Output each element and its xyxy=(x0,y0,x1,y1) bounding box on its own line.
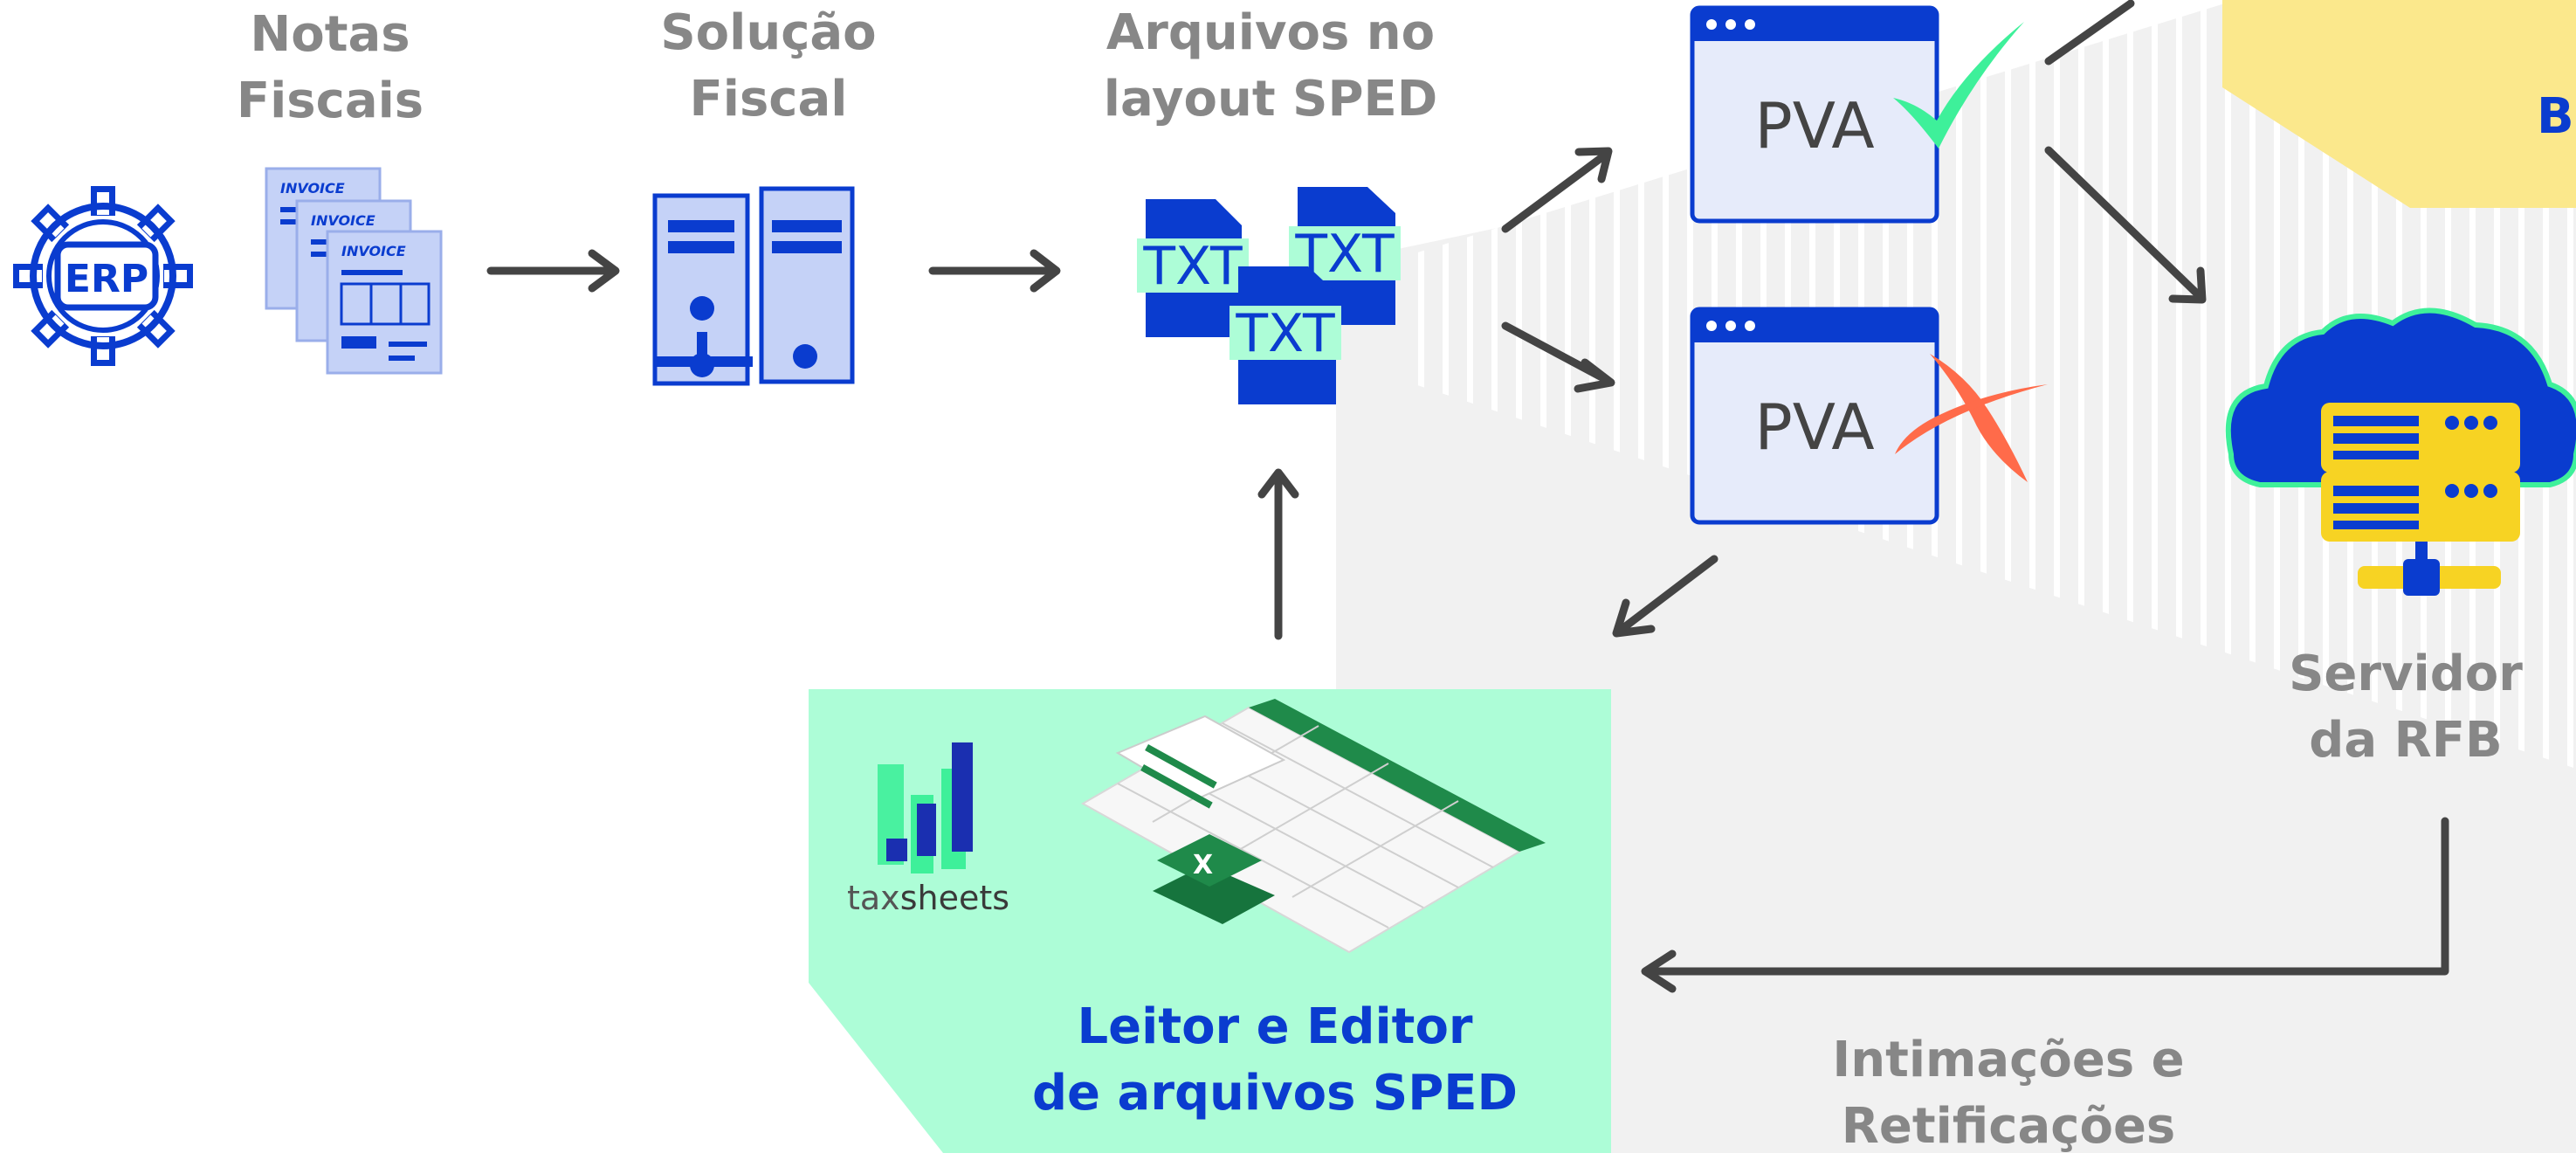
notas-line-2: Fiscais xyxy=(236,72,424,129)
invoice-stack-icon: INVOICE INVOICE INVOICE xyxy=(265,167,443,375)
erp-label: ERP xyxy=(65,257,148,301)
txt-label-1: TXT xyxy=(1142,236,1243,297)
servidor-rfb-label: Servidor da RFB xyxy=(2270,641,2541,774)
cloud-server-icon xyxy=(2225,307,2576,596)
pva-approved-label: PVA xyxy=(1754,89,1874,162)
arrow-pva-to-rfb xyxy=(2044,146,2207,304)
pva-window-approved-icon: PVA xyxy=(1690,5,1939,224)
arquivos-line-1: Arquivos no xyxy=(1105,4,1436,61)
txt-file-icon: TXT xyxy=(1137,199,1249,337)
excel-label: X xyxy=(1193,850,1213,880)
pva-rejected-label: PVA xyxy=(1754,390,1874,464)
server-tower-icon xyxy=(652,186,855,386)
taxsheets-logo-icon xyxy=(878,742,973,873)
intimacoes-label: Intimações e Retificações xyxy=(1781,1027,2235,1160)
intimacoes-line-2: Retificações xyxy=(1841,1098,2176,1155)
arrow-taxsheets-to-txt xyxy=(1257,468,1299,640)
pva-window-rejected-icon: PVA xyxy=(1690,307,1939,525)
arrow-txt-to-pva-ok xyxy=(1501,147,1613,233)
arrow-txt-to-pva-fail xyxy=(1501,321,1615,393)
notas-line-1: Notas xyxy=(250,6,410,63)
servidor-line-2: da RFB xyxy=(2309,712,2503,769)
leitor-editor-label: Leitor e Editor de arquivos SPED xyxy=(987,994,1563,1127)
txt-files-group: TXT TXT TXT xyxy=(1137,187,1401,404)
invoice-label-3: INVOICE xyxy=(341,243,406,259)
yellow-panel-cut-label: B xyxy=(2537,88,2574,145)
arrow-pva-to-rfb-top xyxy=(2044,0,2135,66)
solucao-fiscal-label: Solução Fiscal xyxy=(629,0,908,133)
arrow-rfb-to-taxsheets xyxy=(1641,817,2449,993)
taxsheets-suffix: sheets xyxy=(899,879,1010,917)
taxsheets-prefix: tax xyxy=(847,879,900,917)
check-icon xyxy=(1893,22,2024,148)
notas-fiscais-label: Notas Fiscais xyxy=(199,2,461,135)
txt-label-3: TXT xyxy=(1235,303,1335,364)
erp-gear-icon: ERP xyxy=(13,186,193,366)
arrow-invoices-to-server xyxy=(486,249,620,293)
yellow-panel xyxy=(2222,0,2576,208)
solucao-line-2: Fiscal xyxy=(689,71,848,128)
arquivos-line-2: layout SPED xyxy=(1103,71,1438,128)
excel-spreadsheet-icon: X xyxy=(1080,699,1546,954)
invoice-label-2: INVOICE xyxy=(311,212,375,229)
arrow-pva-fail-back xyxy=(1612,555,1718,638)
txt-file-icon: TXT xyxy=(1229,266,1341,404)
leitor-line-1: Leitor e Editor xyxy=(1077,998,1473,1055)
taxsheets-brand: taxsheets xyxy=(847,879,1009,917)
invoice-label-1: INVOICE xyxy=(280,180,345,197)
flow-arrows xyxy=(486,0,2449,993)
intimacoes-line-1: Intimações e xyxy=(1832,1032,2185,1088)
leitor-line-2: de arquivos SPED xyxy=(1031,1065,1519,1122)
arquivos-sped-label: Arquivos no layout SPED xyxy=(1074,0,1467,133)
cross-icon xyxy=(1895,354,2048,482)
servidor-line-1: Servidor xyxy=(2289,646,2523,702)
solucao-line-1: Solução xyxy=(660,4,877,61)
arrow-server-to-txt xyxy=(928,249,1061,293)
